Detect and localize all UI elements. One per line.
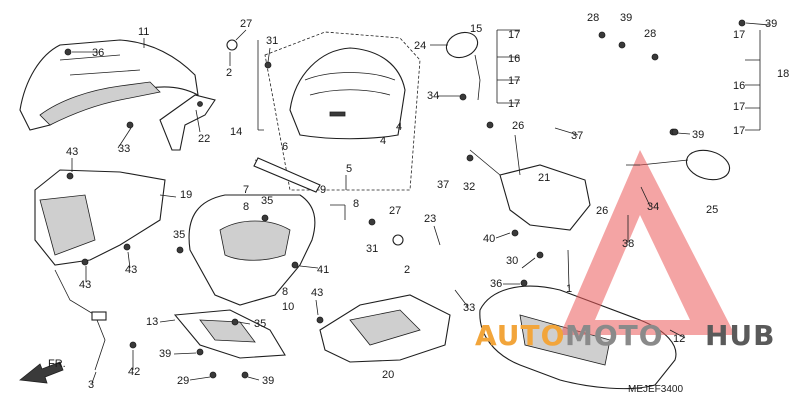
callout-28: 28 [587,12,599,24]
callout-28: 28 [644,28,656,40]
callout-43: 43 [66,146,78,158]
watermark-triangle-icon [560,150,735,335]
callout-7: 7 [243,184,249,196]
callout-4: 4 [380,135,386,147]
callout-38: 38 [622,238,634,250]
fasteners [64,19,746,379]
callout-33: 33 [118,143,130,155]
callout-36: 36 [490,278,502,290]
callout-43: 43 [311,287,323,299]
callout-11: 11 [138,26,149,38]
callout-35: 35 [173,229,185,241]
callout-6: 6 [282,141,288,153]
diagram-code: MEJEF3400 [628,384,683,395]
callout-labels: 11 36 33 22 27 2 31 14 4 4 6 5 15 17 16 … [66,12,789,391]
part-stay-frame [469,134,591,231]
callout-43: 43 [125,264,137,276]
callout-35: 35 [261,195,273,207]
callout-15: 15 [470,23,482,35]
callout-8: 8 [353,198,359,210]
callout-2: 2 [404,264,410,276]
callout-40: 40 [483,233,495,245]
callout-42: 42 [128,366,140,378]
callout-34: 34 [647,201,659,213]
callout-17: 17 [508,98,520,110]
callout-39: 39 [692,129,704,141]
part-upper-inner-cowl [19,39,199,131]
callout-14: 14 [230,126,242,138]
callout-5: 5 [346,163,352,175]
callout-13: 13 [146,316,158,328]
watermark-part-1: AUTO [475,319,565,352]
callout-39: 39 [262,375,274,387]
callout-27: 27 [240,18,252,30]
part-windscreen [264,31,421,191]
callout-24: 24 [414,40,426,52]
callout-17: 17 [508,29,520,41]
part-mirror-left [445,31,481,101]
watermark-part-3: HUB [705,319,776,352]
callout-27: 27 [389,205,401,217]
callout-37: 37 [571,130,583,142]
callout-39: 39 [620,12,632,24]
callout-17: 17 [733,29,745,41]
callout-16: 16 [733,80,745,92]
callout-35: 35 [254,318,266,330]
part-harness [54,269,107,371]
part-inner-panel [173,309,286,359]
callout-26: 26 [512,120,524,132]
callout-37: 37 [437,179,449,191]
callout-31: 31 [266,35,278,47]
callout-3: 3 [88,379,94,391]
callout-34: 34 [427,90,439,102]
part-under-cover [319,294,451,363]
callout-36: 36 [92,47,104,59]
watermark: AUTO MOTO HUB [475,150,776,352]
callout-18: 18 [777,68,789,80]
callout-20: 20 [382,369,394,381]
callout-1: 1 [566,283,572,295]
callout-29: 29 [177,375,189,387]
part-mirror-right [639,149,731,181]
callout-17: 17 [733,101,745,113]
watermark-part-2: MOTO [565,319,664,352]
callout-2: 2 [226,67,232,79]
callout-10: 10 [282,301,294,313]
part-side-panel [34,169,166,266]
callout-43: 43 [79,279,91,291]
callout-31: 31 [366,243,378,255]
callout-9: 9 [320,184,326,196]
direction-label: FR. [48,358,66,370]
front-direction-arrow: FR. [18,358,66,384]
callout-12: 12 [673,333,685,345]
callout-19: 19 [180,189,192,201]
leader-lines [71,22,771,384]
callout-25: 25 [706,204,718,216]
callout-17: 17 [508,75,520,87]
callout-39: 39 [159,348,171,360]
callout-21: 21 [538,172,550,184]
callout-33: 33 [463,302,475,314]
part-front-upper-cowl [188,157,321,306]
part-bracket-22 [159,94,216,151]
callout-8: 8 [282,286,288,298]
callout-17: 17 [733,125,745,137]
callout-23: 23 [424,213,436,225]
callout-8: 8 [243,201,249,213]
callout-22: 22 [198,133,210,145]
callout-brackets [257,29,761,220]
callout-30: 30 [506,255,518,267]
callout-39: 39 [765,18,777,30]
callout-16: 16 [508,53,520,65]
callout-26: 26 [596,205,608,217]
callout-41: 41 [317,264,329,276]
callout-4: 4 [396,121,402,133]
callout-32: 32 [463,181,475,193]
